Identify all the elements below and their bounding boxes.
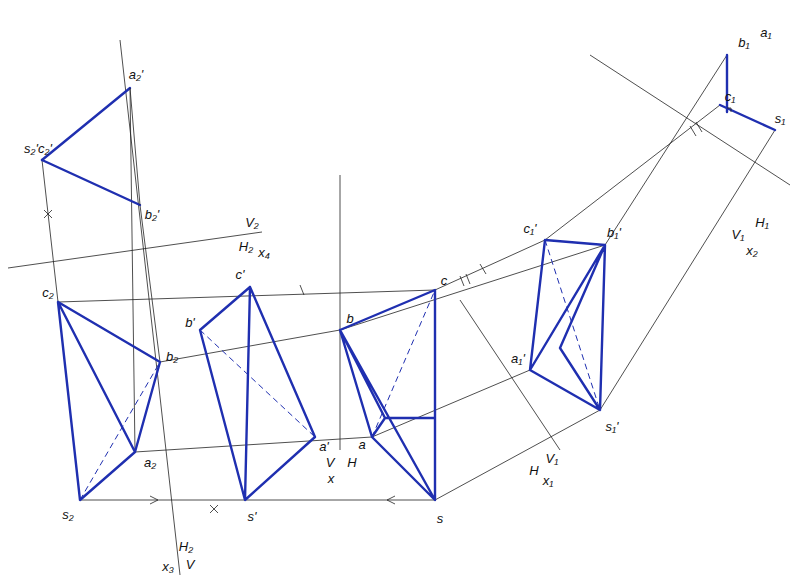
point-label: x₄ (258, 246, 270, 259)
point-label: s₁' (605, 420, 618, 433)
point-label: a₂' (129, 68, 144, 81)
point-label: b' (185, 316, 195, 329)
point-label: x₃ (162, 560, 174, 573)
point-label: H (347, 456, 356, 469)
point-label: H₂ (179, 540, 193, 553)
point-label: s₂'c₂' (24, 142, 52, 155)
point-label: x₂ (746, 244, 757, 257)
point-label: c' (236, 268, 245, 281)
point-label: x (328, 472, 335, 485)
point-label: s₁ (775, 112, 786, 125)
point-label: a (358, 438, 365, 451)
point-label: s' (248, 510, 257, 523)
point-label: s₂ (62, 508, 73, 521)
point-label: a₂ (144, 456, 156, 469)
point-label: V₁ (732, 228, 745, 241)
point-label: H₁ (755, 216, 769, 229)
point-label: V₁ (546, 452, 559, 465)
point-label: a₁ (760, 26, 771, 39)
point-label: c (441, 274, 448, 287)
point-label: c₂ (42, 286, 53, 299)
point-label: x₁ (543, 474, 554, 487)
point-label: b₂' (145, 208, 160, 221)
point-label: s (437, 512, 444, 525)
point-label: V (326, 456, 335, 469)
point-label: V (186, 558, 195, 571)
point-label: a' (319, 440, 329, 453)
point-label: b₁' (607, 226, 621, 239)
point-label: b₂ (166, 350, 178, 363)
point-label: c₁ (725, 90, 736, 103)
point-label: H (529, 464, 538, 477)
point-label: V₂ (245, 216, 259, 229)
point-label: b₁ (738, 36, 749, 49)
point-label: b (346, 312, 353, 325)
point-label: H₂ (239, 240, 253, 253)
point-label: c₁' (523, 222, 536, 235)
point-label: a₁' (511, 352, 525, 365)
